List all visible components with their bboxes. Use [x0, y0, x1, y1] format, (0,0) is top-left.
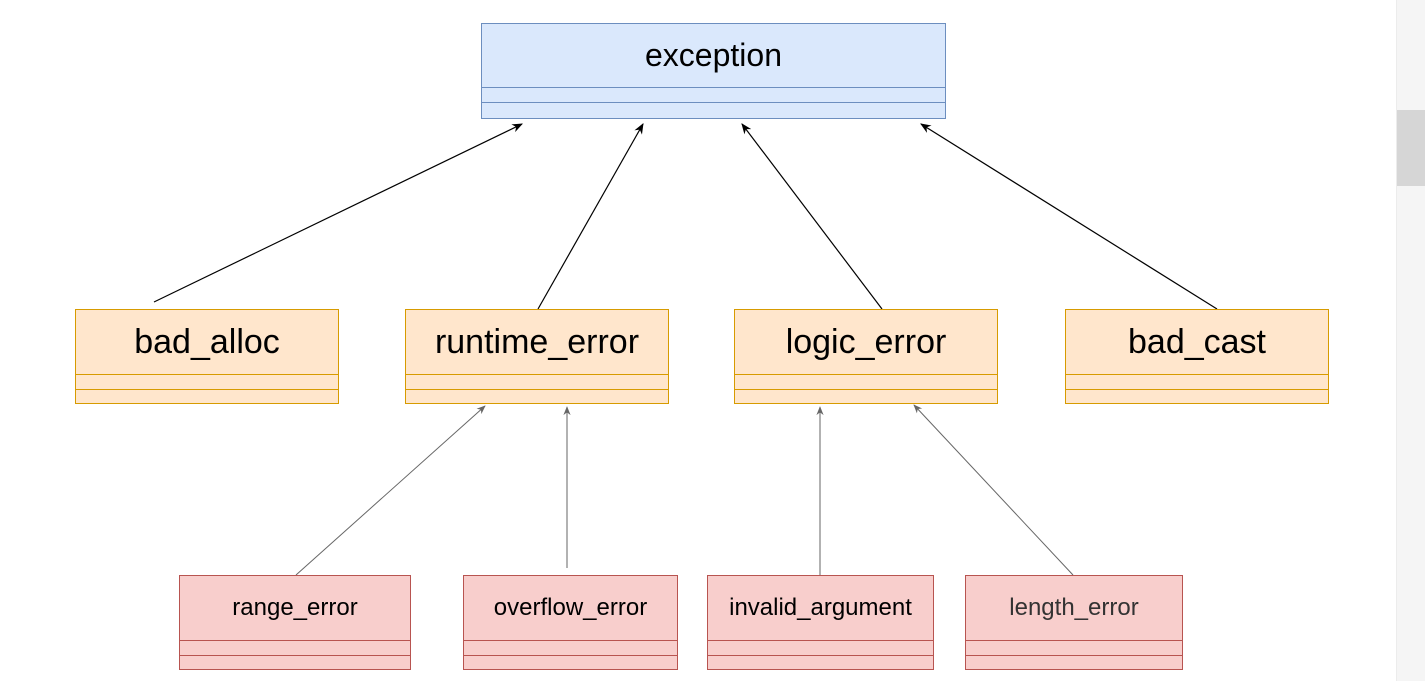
class-logic_error[interactable]: logic_error	[734, 309, 998, 404]
method-divider	[406, 389, 668, 390]
class-bad_alloc[interactable]: bad_alloc	[75, 309, 339, 404]
attribute-divider	[76, 374, 338, 375]
class-bad_cast[interactable]: bad_cast	[1065, 309, 1329, 404]
class-name: bad_alloc	[134, 322, 280, 361]
method-divider	[482, 102, 945, 103]
class-invalid_argument[interactable]: invalid_argument	[707, 575, 934, 670]
class-name: runtime_error	[434, 322, 640, 361]
attribute-divider	[464, 640, 677, 641]
edge-bad_alloc-to-exception	[153, 123, 523, 303]
attribute-divider	[180, 640, 410, 641]
edge-length_error-to-logic_error	[913, 404, 1074, 576]
method-divider	[1066, 389, 1328, 390]
method-divider	[708, 655, 933, 656]
attribute-divider	[406, 374, 668, 375]
method-divider	[966, 655, 1182, 656]
class-name: range_error	[232, 594, 358, 621]
class-name: length_error	[1009, 594, 1139, 621]
class-name: overflow_error	[493, 594, 648, 621]
attribute-divider	[1066, 374, 1328, 375]
edge-bad_cast-to-exception	[920, 123, 1218, 310]
attribute-divider	[966, 640, 1182, 641]
vertical-scrollbar[interactable]	[1396, 0, 1425, 681]
class-name: bad_cast	[1128, 322, 1266, 361]
class-name: logic_error	[785, 322, 947, 361]
class-runtime_error[interactable]: runtime_error	[405, 309, 669, 404]
class-exception[interactable]: exception	[481, 23, 946, 119]
class-length_error[interactable]: length_error	[965, 575, 1183, 670]
method-divider	[464, 655, 677, 656]
attribute-divider	[482, 87, 945, 88]
method-divider	[180, 655, 410, 656]
class-overflow_error[interactable]: overflow_error	[463, 575, 678, 670]
edge-runtime_error-to-exception	[537, 123, 644, 310]
edge-logic_error-to-exception	[741, 123, 883, 310]
scrollbar-thumb[interactable]	[1397, 110, 1425, 186]
class-name: exception	[645, 37, 782, 73]
attribute-divider	[708, 640, 933, 641]
attribute-divider	[735, 374, 997, 375]
method-divider	[735, 389, 997, 390]
edge-range_error-to-runtime_error	[295, 405, 486, 576]
class-range_error[interactable]: range_error	[179, 575, 411, 670]
class-name: invalid_argument	[729, 594, 912, 621]
method-divider	[76, 389, 338, 390]
